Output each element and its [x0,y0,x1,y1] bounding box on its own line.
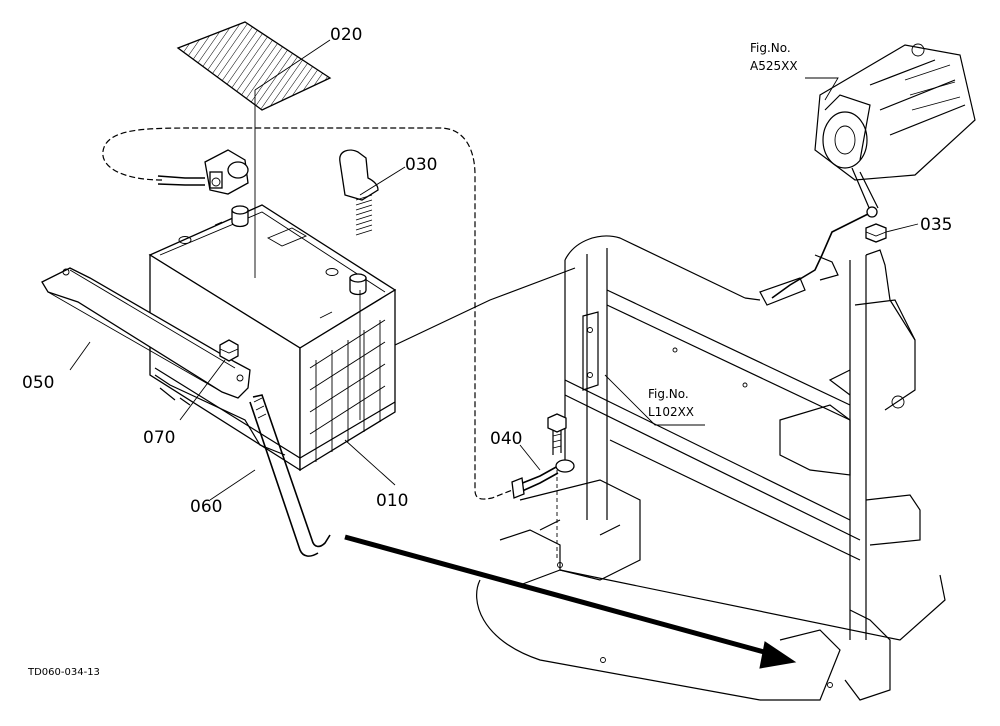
part-label-060: 060 [190,497,222,517]
part-label-040: 040 [490,429,522,449]
battery-holder-050 [41,267,251,399]
part-label-035: 035 [920,215,952,235]
nut-035 [865,223,887,243]
starter-motor-reference [814,43,976,211]
nut-070 [219,339,239,362]
frame-assembly [476,235,946,701]
part-label-070: 070 [143,428,175,448]
battery-grid [309,319,386,462]
part-label-030: 030 [405,155,437,175]
hook-bolt-060 [249,394,331,557]
positive-terminal-cable [157,149,249,195]
battery-to-frame-cable [394,267,761,346]
battery-cable-route [102,127,521,500]
starter-cable [759,206,878,306]
terminal-cover-030 [339,149,379,236]
label-sticker-020 [176,21,332,111]
battery-clamp-lines [154,374,286,456]
fig-ref-frame-code: L102XX [648,405,694,419]
fig-ref-frame-label: Fig.No. [648,387,689,401]
drawing-code: TD060-034-13 [27,667,100,678]
fig-ref-starter-code: A525XX [750,59,798,73]
part-label-050: 050 [22,373,54,393]
fig-ref-starter-label: Fig.No. [750,41,791,55]
part-label-020: 020 [330,25,362,45]
cable-terminal-040 [511,413,575,560]
leader-lines [69,39,919,501]
location-arrow [344,534,797,669]
part-label-010: 010 [376,491,408,511]
